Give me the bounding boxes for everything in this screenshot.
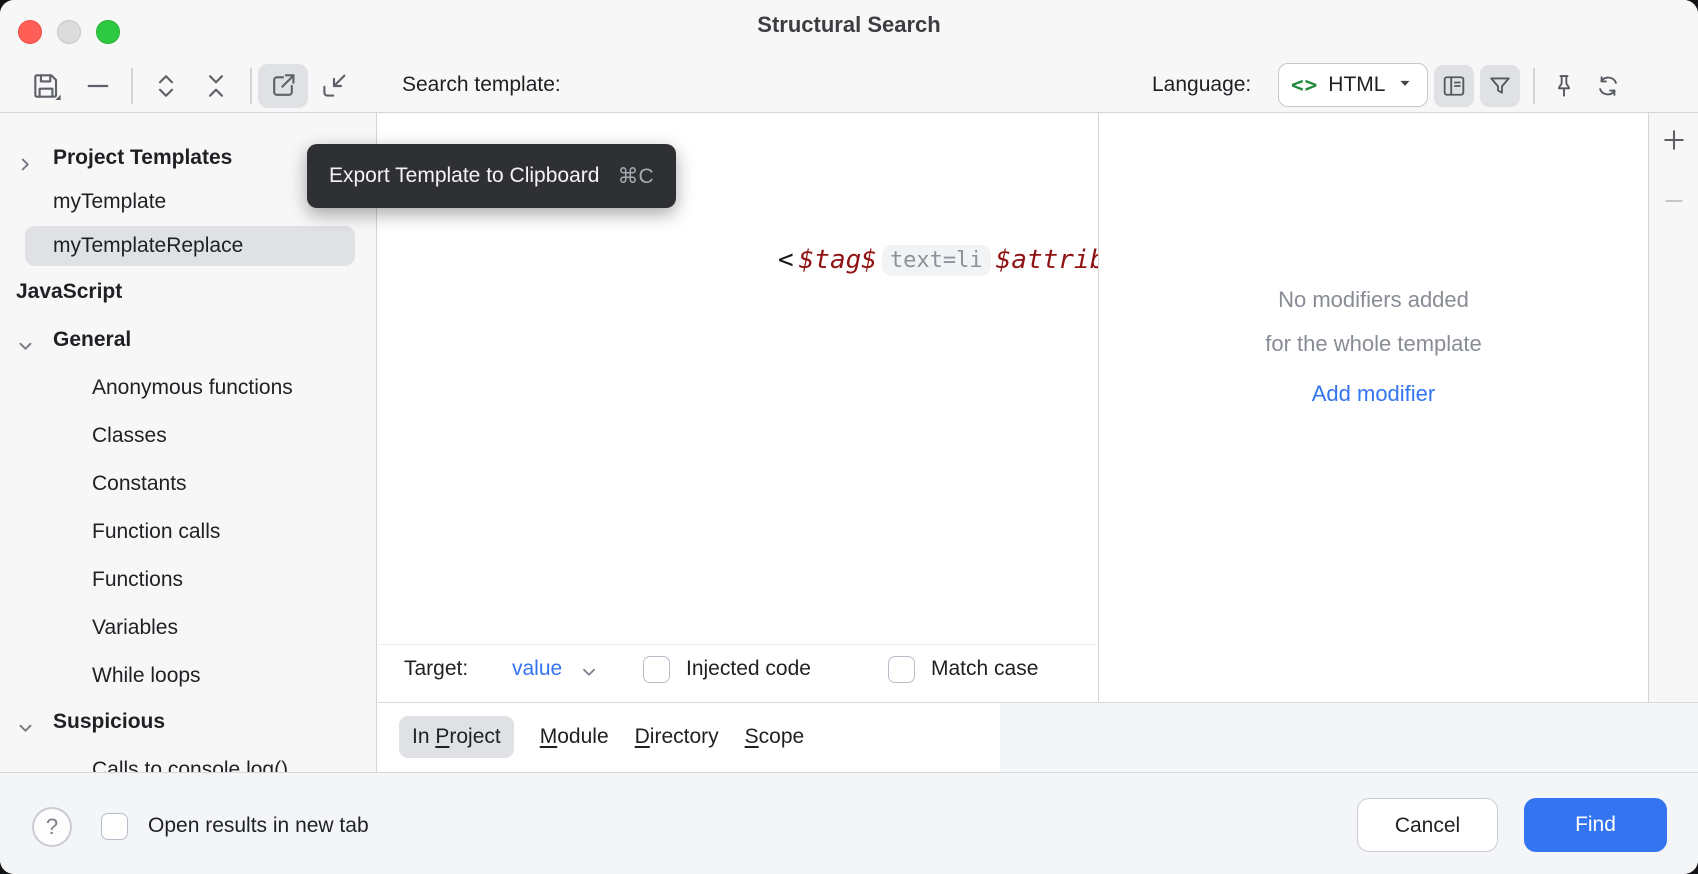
tree-item-variables[interactable]: Variables	[0, 606, 376, 650]
language-label: Language:	[1152, 73, 1252, 96]
tree-item-functions[interactable]: Functions	[0, 558, 376, 602]
no-modifiers-message: No modifiers added for the whole templat…	[1099, 278, 1648, 416]
open-results-checkbox[interactable]	[101, 813, 128, 840]
no-modifiers-line1: No modifiers added	[1278, 287, 1469, 312]
tree-item-label: Function calls	[92, 520, 221, 543]
tree-item-project-templates[interactable]: Project Templates	[0, 136, 376, 180]
tree-item-mytemplatereplace[interactable]: myTemplateReplace	[0, 224, 376, 268]
tooltip-shortcut: ⌘C	[617, 164, 654, 188]
dialog-title: Structural Search	[757, 12, 941, 37]
save-icon[interactable]	[30, 70, 62, 102]
tree-item-label: While loops	[92, 664, 201, 687]
tree-item-label: Variables	[92, 616, 178, 639]
import-template-icon[interactable]	[318, 70, 350, 102]
language-value: HTML	[1328, 73, 1386, 96]
tree-item-label: Calls to console.log()	[92, 758, 289, 772]
chevron-right-icon[interactable]	[14, 147, 36, 171]
tree-item-label: myTemplate	[53, 190, 167, 213]
template-variable: $tag$	[798, 245, 877, 275]
html-tags-icon: <>	[1291, 73, 1319, 97]
close-window-button[interactable]	[18, 20, 42, 44]
tree-item-while-loops[interactable]: While loops	[0, 654, 376, 698]
injected-code-label: Injected code	[686, 657, 811, 680]
tree-item-javascript[interactable]: JavaScript	[0, 270, 376, 314]
tree-item-calls-to-console-log[interactable]: Calls to console.log()	[0, 748, 376, 772]
chevron-down-icon[interactable]	[14, 329, 36, 351]
tooltip-text: Export Template to Clipboard	[329, 164, 600, 187]
tree-item-label: Suspicious	[53, 710, 166, 733]
remove-modifier-icon	[1660, 187, 1688, 215]
scope-tab-module[interactable]: Module	[539, 725, 609, 748]
scope-tab-directory[interactable]: Directory	[634, 725, 719, 748]
match-case-checkbox[interactable]	[888, 656, 915, 683]
toolbar-separator	[1533, 68, 1535, 104]
selected-item-highlight	[25, 226, 355, 266]
tree-item-classes[interactable]: Classes	[0, 414, 376, 458]
no-modifiers-line2: for the whole template	[1265, 331, 1482, 356]
refresh-icon[interactable]	[1592, 70, 1624, 102]
tree-item-label: Anonymous functions	[92, 376, 293, 399]
tree-item-function-calls[interactable]: Function calls	[0, 510, 376, 554]
help-button[interactable]: ?	[32, 807, 72, 847]
cancel-button[interactable]: Cancel	[1357, 798, 1498, 852]
filter-toggle[interactable]	[1480, 65, 1520, 107]
filter-inlay-hint[interactable]: text=li	[881, 244, 991, 276]
modifiers-panel: No modifiers added for the whole templat…	[1098, 113, 1648, 702]
tree-item-label: Constants	[92, 472, 187, 495]
dialog-footer: ? Open results in new tab Cancel Find	[0, 772, 1698, 874]
tree-item-label: Classes	[92, 424, 167, 447]
tree-item-suspicious[interactable]: Suspicious	[0, 700, 376, 744]
zoom-window-button[interactable]	[96, 20, 120, 44]
match-case-label: Match case	[931, 657, 1039, 680]
export-template-icon[interactable]	[267, 70, 299, 102]
export-tooltip: Export Template to Clipboard ⌘C	[307, 144, 676, 208]
chevron-down-icon[interactable]	[14, 711, 36, 733]
target-value-dropdown[interactable]: value	[512, 657, 563, 680]
remove-template-icon[interactable]	[82, 70, 114, 102]
target-row: Target: value Injected code Match case	[378, 644, 1097, 702]
history-book-toggle[interactable]	[1434, 65, 1474, 107]
tree-item-label: Functions	[92, 568, 184, 591]
collapse-all-icon[interactable]	[200, 70, 232, 102]
toolbar-separator	[131, 68, 133, 104]
tree-item-label: myTemplateReplace	[53, 234, 244, 257]
chevron-down-icon	[1395, 73, 1415, 98]
minimize-window-button	[57, 20, 81, 44]
code-text: <	[778, 245, 794, 275]
target-label: Target:	[404, 657, 469, 680]
injected-code-checkbox[interactable]	[643, 656, 670, 683]
tree-item-constants[interactable]: Constants	[0, 462, 376, 506]
search-template-label: Search template:	[402, 73, 561, 96]
tree-item-general[interactable]: General	[0, 318, 376, 362]
scope-tab-scope[interactable]: Scope	[744, 725, 805, 748]
add-modifier-link[interactable]: Add modifier	[1311, 381, 1436, 406]
tree-item-label: Project Templates	[53, 146, 233, 169]
language-dropdown[interactable]: <> HTML	[1278, 63, 1428, 107]
scope-tab-bar: In Project Module Directory Scope	[378, 703, 1000, 772]
add-modifier-icon[interactable]	[1660, 126, 1688, 154]
tree-item-mytemplate[interactable]: myTemplate	[0, 180, 376, 224]
titlebar-and-toolbar: Structural Search Search template: Langu…	[0, 0, 1698, 113]
modifiers-gutter	[1648, 113, 1698, 702]
scope-tab-in-project[interactable]: In Project	[399, 716, 514, 758]
pin-icon[interactable]	[1548, 70, 1580, 102]
expand-all-icon[interactable]	[150, 70, 182, 102]
tree-item-anonymous-functions[interactable]: Anonymous functions	[0, 366, 376, 410]
toolbar-separator	[250, 68, 252, 104]
chevron-down-icon[interactable]	[578, 661, 600, 683]
tree-item-label: General	[53, 328, 132, 351]
find-button[interactable]: Find	[1524, 798, 1667, 852]
open-results-label: Open results in new tab	[148, 814, 369, 837]
tree-item-label: JavaScript	[16, 280, 123, 303]
templates-tree: Project Templates myTemplate myTemplateRep…	[0, 113, 377, 772]
